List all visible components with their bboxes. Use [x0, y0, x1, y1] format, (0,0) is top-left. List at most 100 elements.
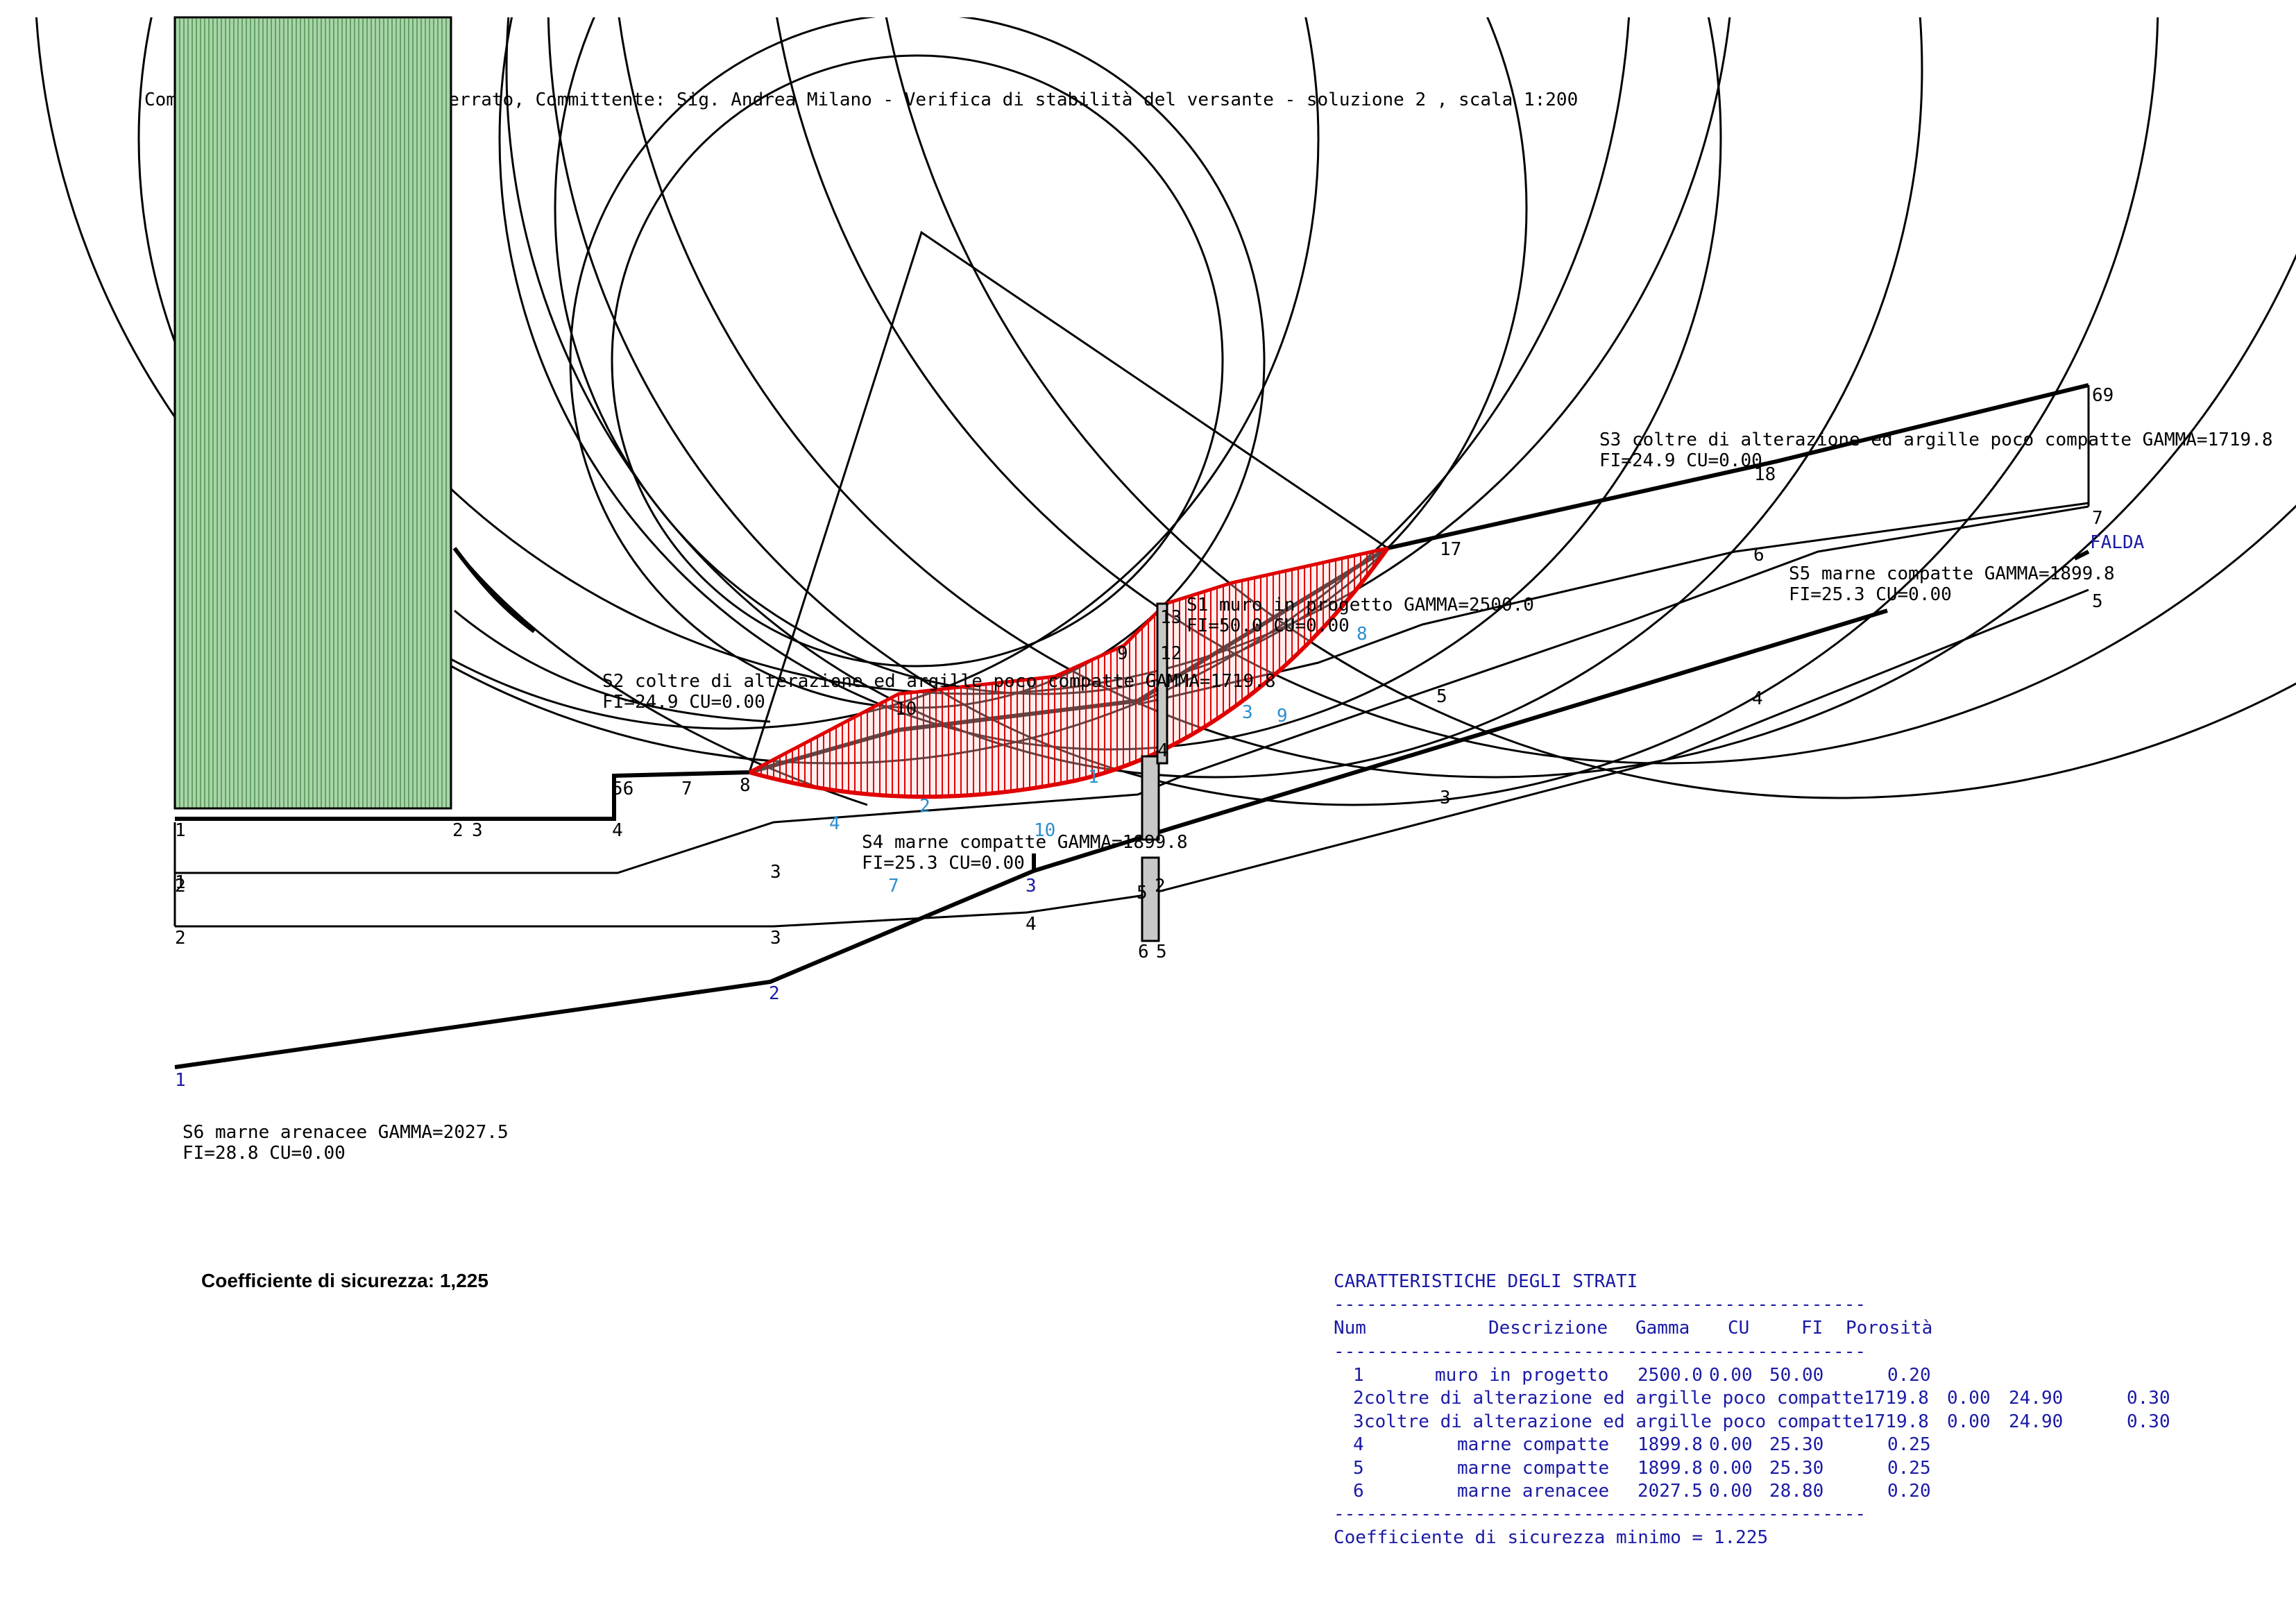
layer-boundary — [175, 505, 2089, 874]
point-label: 2 — [452, 820, 464, 841]
centre-radius-line — [748, 230, 1388, 773]
table-row-fi: 25.30 — [1769, 1458, 1823, 1479]
point-label: 9 — [1117, 643, 1128, 664]
safety-factor: Coefficiente di sicurezza: 1,225 — [201, 1270, 488, 1291]
critical-slip-surface — [748, 546, 1390, 799]
trial-circle — [212, 17, 1731, 695]
trial-circle — [137, 17, 1320, 730]
point-label: 3 — [1242, 702, 1253, 723]
stratum-label-s6: S6 marne arenacee GAMMA=2027.5 — [182, 1122, 509, 1143]
point-numbers: 1 2 3 4 56 7 8 2 1 2 3 3 4 5 2 6 5 3 4 5… — [175, 385, 2114, 1091]
table-row-desc: marne compatte — [1457, 1458, 1609, 1479]
stratum-label-s3-params: FI=24.9 CU=0.00 — [1599, 450, 1762, 471]
table-row-cu: 0.00 — [1709, 1458, 1753, 1479]
table-row-num: 1 — [1353, 1365, 1364, 1386]
table-row-fi: 25.30 — [1769, 1434, 1823, 1455]
stratum-label-s2: S2 coltre di alterazione ed argille poco… — [602, 671, 1276, 692]
point-label: 5 — [2092, 591, 2103, 612]
trial-circle — [505, 17, 1923, 779]
layer-boundary — [2073, 550, 2090, 561]
point-label: 7 — [888, 876, 899, 897]
table-row-gamma: 1719.8 — [1864, 1411, 1929, 1432]
table-rule: ----------------------------------------… — [1334, 1504, 1866, 1524]
point-label: 3 — [770, 928, 781, 949]
point-label: 4 — [1157, 740, 1168, 761]
layer-boundary — [453, 547, 868, 806]
table-row-desc: coltre di alterazione ed argille poco co… — [1364, 1411, 1864, 1432]
trial-circle — [618, 17, 2296, 779]
point-label: 13 — [1160, 607, 1182, 628]
point-label: 10 — [895, 699, 917, 720]
point-label: 3 — [770, 862, 781, 883]
point-label: 2 — [175, 928, 186, 949]
table-header-desc: Descrizione — [1488, 1318, 1608, 1339]
table-row-num: 2 — [1353, 1388, 1364, 1409]
water-table-label: FALDA — [2090, 532, 2145, 553]
trial-circle — [547, 17, 2159, 806]
point-label: 5 — [1156, 942, 1167, 962]
point-label: 2 — [919, 796, 930, 817]
point-label: 10 — [1034, 820, 1055, 841]
layer-boundary — [175, 588, 2089, 928]
point-label: 56 — [612, 779, 633, 799]
table-row-fi: 24.90 — [2009, 1411, 2063, 1432]
table-row-cu: 0.00 — [1947, 1411, 1991, 1432]
table-header-num: Num — [1334, 1318, 1366, 1339]
layer-boundary — [454, 609, 771, 723]
point-label: 9 — [1277, 706, 1288, 726]
stratum-label-s5: S5 marne compatte GAMMA=1899.8 — [1789, 563, 2115, 584]
strata-labels: S1 muro in progetto GAMMA=2500.0 FI=50.0… — [182, 430, 2273, 1164]
table-row-num: 4 — [1353, 1434, 1364, 1455]
table-row-gamma: 1899.8 — [1638, 1434, 1703, 1455]
point-label: 2 — [769, 983, 780, 1004]
table-rule: ----------------------------------------… — [1334, 1341, 1866, 1362]
strata-table: CARATTERISTICHE DEGLI STRATI -----------… — [1334, 1271, 2170, 1548]
point-label: 4 — [829, 813, 840, 834]
stratum-label-s5-params: FI=25.3 CU=0.00 — [1789, 584, 1952, 605]
table-row-fi: 24.90 — [2009, 1388, 2063, 1409]
table-row-cu: 0.00 — [1709, 1365, 1753, 1386]
trial-circle — [885, 17, 2296, 799]
table-row-gamma: 2500.0 — [1638, 1365, 1703, 1386]
point-label: 8 — [740, 775, 751, 796]
point-label: 2 — [1155, 876, 1166, 897]
point-label: 4 — [612, 820, 623, 841]
point-label: 18 — [1754, 464, 1776, 485]
point-label: 6 — [1138, 942, 1149, 962]
table-row-por: 0.20 — [1887, 1481, 1931, 1502]
table-row-fi: 28.80 — [1769, 1481, 1823, 1502]
trial-circle — [776, 17, 2296, 765]
point-label: 6 — [1753, 545, 1764, 566]
table-heading: CARATTERISTICHE DEGLI STRATI — [1334, 1271, 1638, 1292]
point-label: 69 — [2092, 385, 2114, 406]
point-label: 3 — [472, 820, 483, 841]
point-label: 3 — [1440, 788, 1451, 808]
existing-wall — [173, 16, 452, 810]
table-footer: Coefficiente di sicurezza minimo = 1.225 — [1334, 1527, 1768, 1548]
table-row-gamma: 1899.8 — [1638, 1458, 1703, 1479]
slip-arc — [749, 547, 1390, 799]
point-label: 3 — [1026, 876, 1037, 897]
table-header-porosity: Porosità — [1846, 1318, 1932, 1339]
profile-lines — [173, 230, 2090, 1069]
table-rule: ----------------------------------------… — [1334, 1294, 1866, 1315]
table-row-fi: 50.00 — [1769, 1365, 1823, 1386]
trial-circle — [35, 17, 1630, 765]
pile-element — [1141, 602, 1168, 942]
point-label: 2 — [175, 876, 186, 897]
stratum-label-s1-params: FI=50.0 CU=0.00 — [1187, 615, 1350, 636]
trial-circle — [554, 17, 1528, 695]
table-row-cu: 0.00 — [1709, 1434, 1753, 1455]
table-row-por: 0.25 — [1887, 1458, 1931, 1479]
point-label: 7 — [681, 779, 692, 799]
table-row-gamma: 2027.5 — [1638, 1481, 1703, 1502]
point-label: 4 — [1752, 688, 1763, 709]
table-row-num: 6 — [1353, 1481, 1364, 1502]
stratum-label-s3: S3 coltre di alterazione ed argille poco… — [1599, 430, 2273, 450]
stratum-label-s4-params: FI=25.3 CU=0.00 — [862, 853, 1025, 874]
table-row-por: 0.30 — [2127, 1411, 2170, 1432]
point-label: 5 — [1436, 686, 1447, 707]
point-label: 1 — [1088, 767, 1099, 788]
ground-surface — [175, 383, 2089, 821]
slip-top-line — [748, 546, 1388, 774]
